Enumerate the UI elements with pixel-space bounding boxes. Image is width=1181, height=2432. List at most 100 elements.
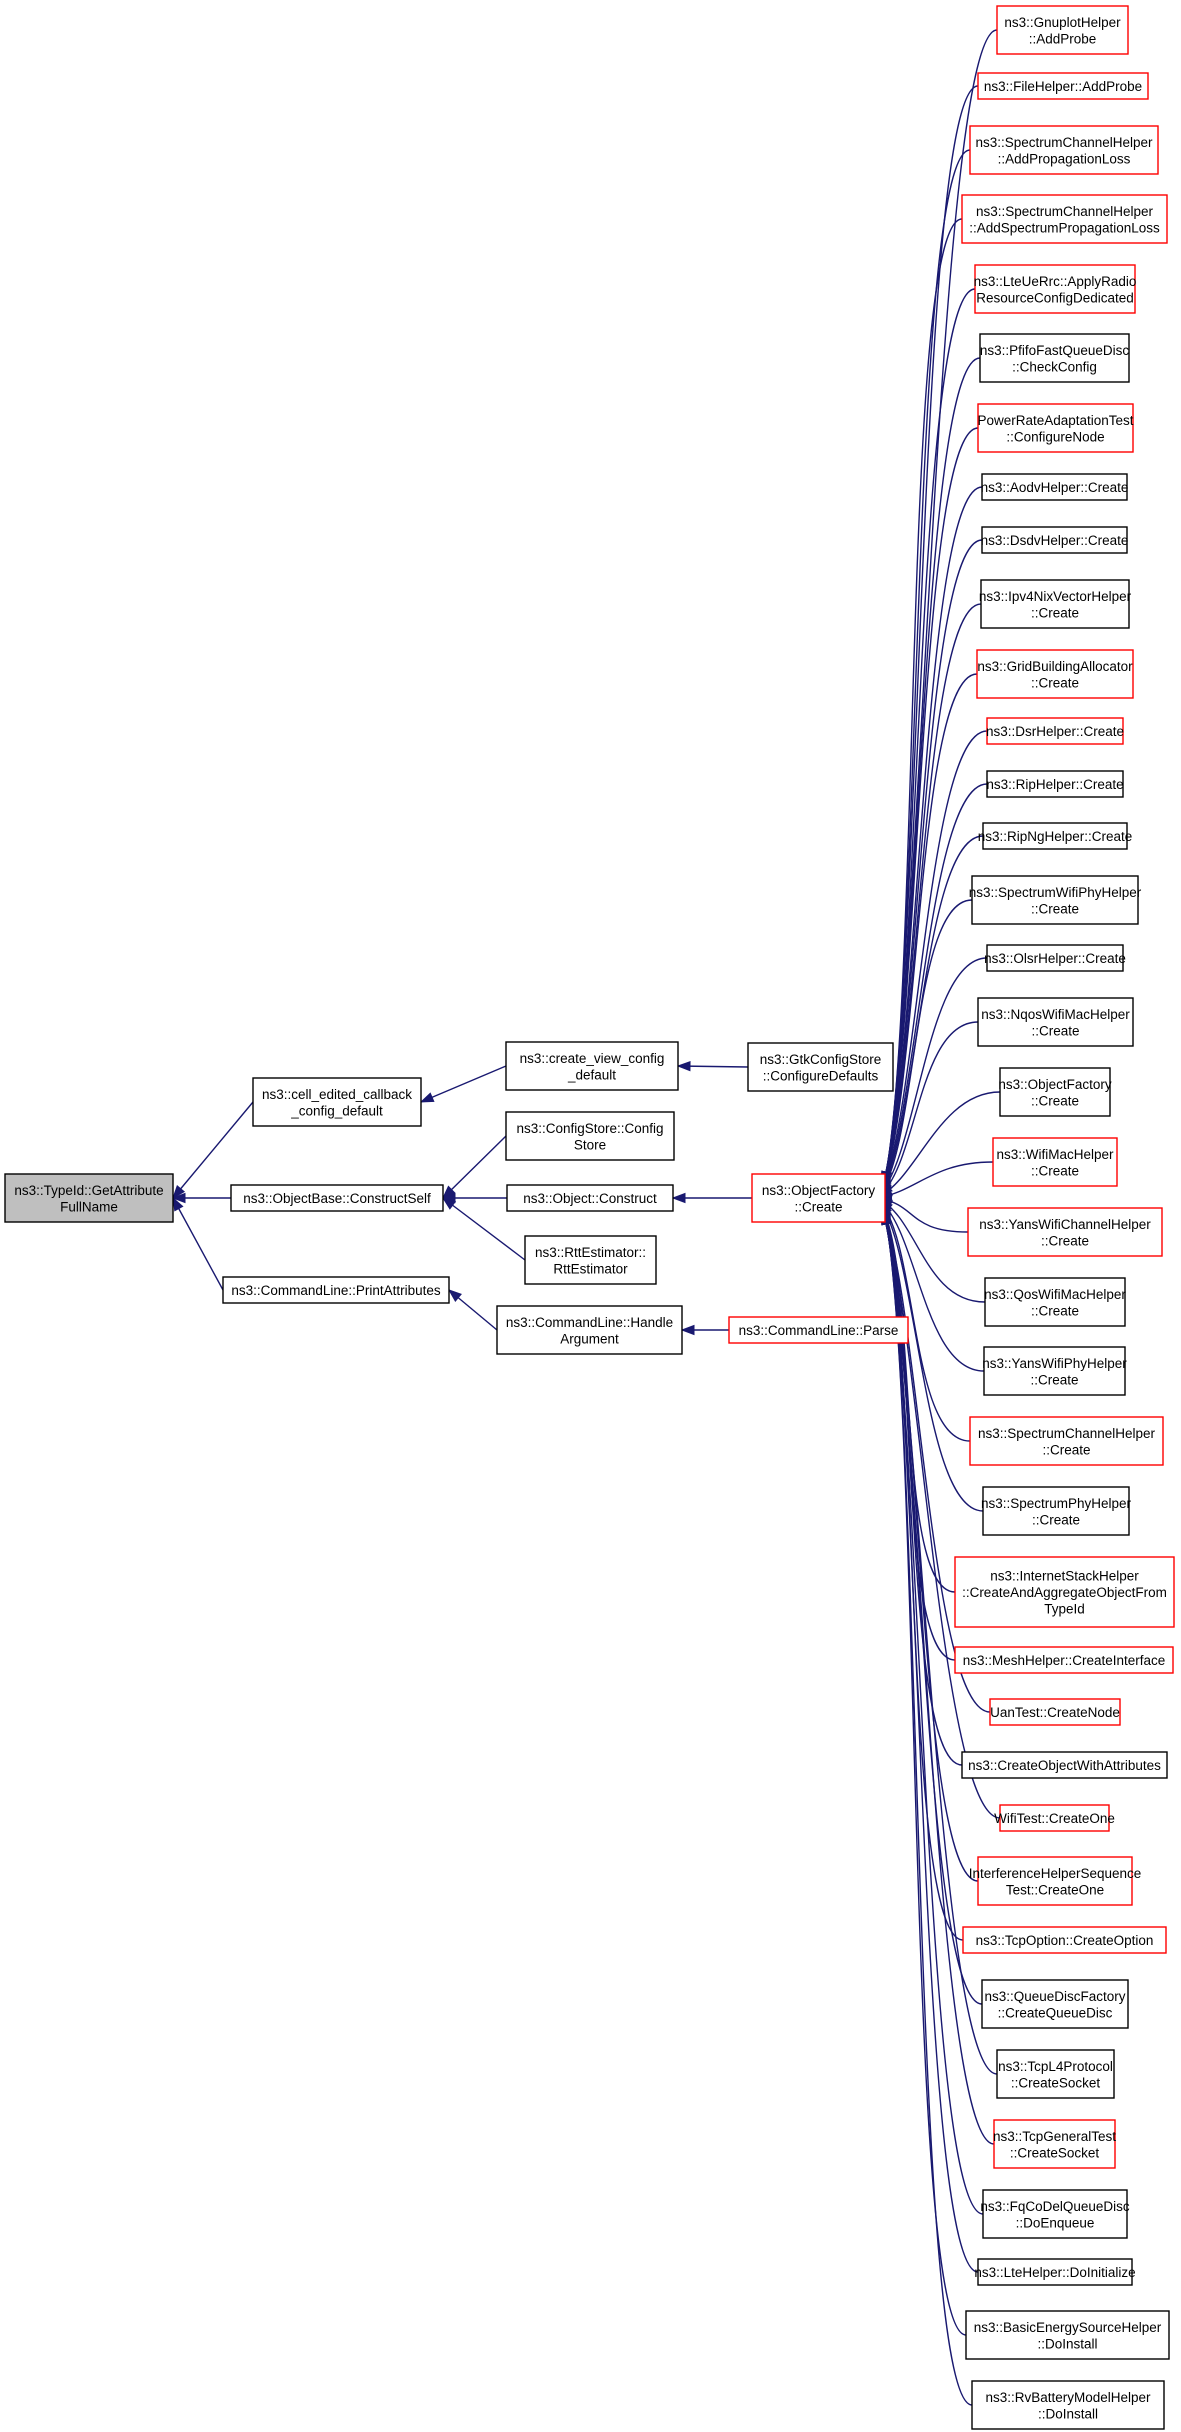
node-cell-edited[interactable]: ns3::cell_edited_callback_config_default [252, 1077, 422, 1127]
node-r0[interactable]: ns3::GnuplotHelper::AddProbe [996, 5, 1129, 55]
node-box [222, 1276, 450, 1304]
node-box [982, 822, 1128, 850]
node-r25[interactable]: ns3::MeshHelper::CreateInterface [954, 1646, 1174, 1674]
node-r21[interactable]: ns3::YansWifiPhyHelper::Create [982, 1346, 1127, 1396]
arrow-head [447, 1289, 462, 1303]
node-r23[interactable]: ns3::SpectrumPhyHelper::Create [981, 1486, 1132, 1536]
node-label-line: ns3::Object::Construct [523, 1191, 657, 1206]
node-cmdline-parse[interactable]: ns3::CommandLine::Parse [728, 1316, 909, 1344]
edge-line [172, 1197, 224, 1291]
edge-r1-to-objfactory-create [881, 85, 979, 1186]
node-r30[interactable]: ns3::TcpOption::CreateOption [962, 1926, 1167, 1954]
node-box [999, 1067, 1111, 1117]
node-r2[interactable]: ns3::SpectrumChannelHelper::AddPropagati… [969, 125, 1159, 175]
node-label-line: FullName [60, 1199, 118, 1214]
edge-r12-to-objfactory-create [880, 783, 988, 1193]
node-box [984, 1277, 1126, 1327]
node-label-line: ::CreateSocket [1010, 2145, 1100, 2160]
node-r9[interactable]: ns3::Ipv4NixVectorHelper::Create [979, 579, 1132, 629]
node-box [954, 1556, 1175, 1628]
node-box [981, 473, 1128, 501]
node-r26[interactable]: UanTest::CreateNode [989, 1698, 1121, 1726]
node-rtt[interactable]: ns3::RttEstimator::RttEstimator [524, 1235, 657, 1285]
node-label-line: ns3::LteUeRrc::ApplyRadio [974, 274, 1137, 289]
node-r7[interactable]: ns3::AodvHelper::Create [981, 473, 1129, 501]
node-label-line: ::Create [1042, 1442, 1090, 1457]
node-label-line: ns3::MeshHelper::CreateInterface [963, 1653, 1166, 1668]
node-r6[interactable]: PowerRateAdaptationTest::ConfigureNode [977, 403, 1134, 453]
node-box [977, 2258, 1133, 2286]
edge-line [881, 1209, 979, 1882]
edge-construct-self-to-typeid [171, 1192, 231, 1204]
node-box [962, 1926, 1167, 1954]
node-label-line: ns3::CommandLine::PrintAttributes [231, 1283, 441, 1298]
node-box [996, 2049, 1115, 2099]
node-box [981, 1979, 1129, 2029]
node-r31[interactable]: ns3::QueueDiscFactory::CreateQueueDisc [981, 1979, 1129, 2029]
node-r17[interactable]: ns3::ObjectFactory::Create [998, 1067, 1112, 1117]
node-box [996, 5, 1129, 55]
node-object-construct[interactable]: ns3::Object::Construct [506, 1184, 674, 1212]
edge-line [442, 1135, 507, 1199]
node-box [974, 264, 1136, 314]
node-r16[interactable]: ns3::NqosWifiMacHelper::Create [977, 997, 1134, 1047]
edge-line [884, 1211, 973, 2406]
node-r32[interactable]: ns3::TcpL4Protocol::CreateSocket [996, 2049, 1115, 2099]
node-r22[interactable]: ns3::SpectrumChannelHelper::Create [969, 1416, 1164, 1466]
node-box [961, 1751, 1168, 1779]
node-label-line: ::Create [1031, 605, 1079, 620]
node-r5[interactable]: ns3::PfifoFastQueueDisc::CheckConfig [979, 333, 1130, 383]
node-label-line: ns3::DsrHelper::Create [986, 724, 1124, 739]
node-gtk[interactable]: ns3::GtkConfigStore::ConfigureDefaults [747, 1042, 894, 1092]
node-box [986, 944, 1124, 972]
node-r15[interactable]: ns3::OlsrHelper::Create [984, 944, 1126, 972]
node-r24[interactable]: ns3::InternetStackHelper::CreateAndAggre… [954, 1556, 1175, 1628]
node-label-line: ::Create [794, 1199, 842, 1214]
node-r14[interactable]: ns3::SpectrumWifiPhyHelper::Create [969, 875, 1142, 925]
node-r27[interactable]: ns3::CreateObjectWithAttributes [961, 1751, 1168, 1779]
node-r8[interactable]: ns3::DsdvHelper::Create [981, 526, 1129, 554]
node-label-line: ns3::AodvHelper::Create [981, 480, 1129, 495]
node-r1[interactable]: ns3::FileHelper::AddProbe [977, 72, 1149, 100]
node-box [506, 1184, 674, 1212]
node-r34[interactable]: ns3::FqCoDelQueueDisc::DoEnqueue [980, 2189, 1130, 2239]
node-r11[interactable]: ns3::DsrHelper::Create [986, 717, 1124, 745]
node-box [982, 1486, 1130, 1536]
node-label-line: ::Create [1032, 1512, 1080, 1527]
node-r3[interactable]: ns3::SpectrumChannelHelper::AddSpectrumP… [961, 194, 1168, 244]
edge-line [882, 427, 979, 1186]
node-r37[interactable]: ns3::RvBatteryModelHelper::DoInstall [971, 2380, 1165, 2430]
node-box [993, 2119, 1116, 2169]
node-r13[interactable]: ns3::RipNgHelper::Create [978, 822, 1133, 850]
node-r33[interactable]: ns3::TcpGeneralTest::CreateSocket [993, 2119, 1116, 2169]
node-configstore[interactable]: ns3::ConfigStore::ConfigStore [505, 1111, 675, 1161]
node-construct-self[interactable]: ns3::ObjectBase::ConstructSelf [230, 1184, 444, 1212]
node-box [496, 1305, 683, 1355]
node-label-line: TypeId [1044, 1602, 1085, 1617]
node-label-line: ::CreateAndAggregateObjectFrom [962, 1585, 1167, 1600]
node-r10[interactable]: ns3::GridBuildingAllocator::Create [976, 649, 1134, 699]
edge-gtk-to-create-view [676, 1060, 749, 1072]
edge-line [880, 673, 978, 1190]
node-objfactory-create[interactable]: ns3::ObjectFactory::Create [751, 1173, 886, 1223]
node-r28[interactable]: WifiTest::CreateOne [994, 1804, 1115, 1832]
node-r4[interactable]: ns3::LteUeRrc::ApplyRadioResourceConfigD… [974, 264, 1137, 314]
edges-layer [171, 29, 1001, 2406]
node-r35[interactable]: ns3::LteHelper::DoInitialize [974, 2258, 1136, 2286]
node-box [982, 2189, 1128, 2239]
node-r19[interactable]: ns3::YansWifiChannelHelper::Create [967, 1207, 1163, 1257]
node-label-line: ns3::create_view_config [520, 1051, 665, 1066]
node-label-line: ::ConfigureDefaults [763, 1068, 879, 1083]
node-r36[interactable]: ns3::BasicEnergySourceHelper::DoInstall [965, 2310, 1170, 2360]
edge-line [172, 1101, 254, 1199]
node-box [986, 717, 1124, 745]
node-r29[interactable]: InterferenceHelperSequenceTest::CreateOn… [969, 1856, 1142, 1906]
node-print-attrs[interactable]: ns3::CommandLine::PrintAttributes [222, 1276, 450, 1304]
node-r20[interactable]: ns3::QosWifiMacHelper::Create [984, 1277, 1126, 1327]
node-r12[interactable]: ns3::RipHelper::Create [986, 770, 1124, 798]
node-create-view[interactable]: ns3::create_view_config_default [505, 1041, 679, 1091]
node-r18[interactable]: ns3::WifiMacHelper::Create [992, 1137, 1118, 1187]
